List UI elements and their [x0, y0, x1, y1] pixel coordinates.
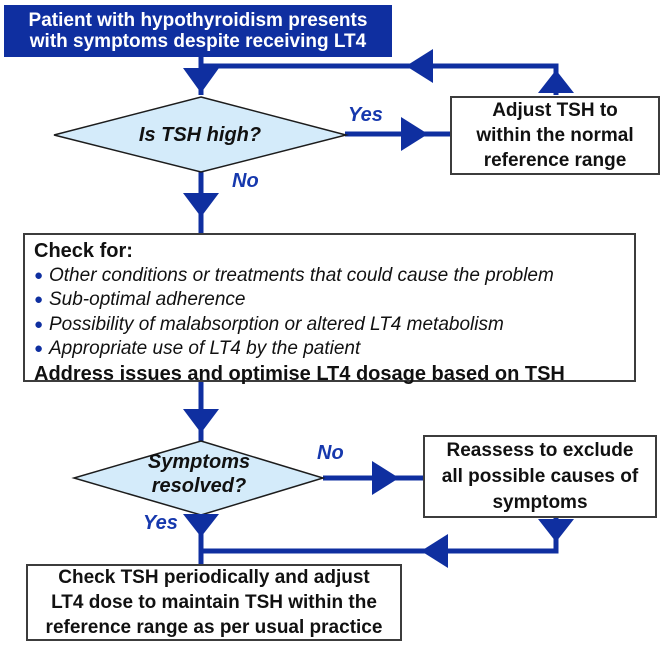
- arrowhead-left-loop: [421, 534, 448, 568]
- final-box-line2: LT4 dose to maintain TSH within the: [51, 592, 377, 613]
- decision-symptoms-line2: resolved?: [151, 475, 247, 497]
- bullet-icon: ●: [34, 266, 44, 284]
- reassess-box: Reassess to exclude all possible causes …: [423, 435, 657, 518]
- arrowhead-left-feedback: [406, 49, 433, 83]
- check-box-footer: Address issues and optimise LT4 dosage b…: [34, 362, 565, 385]
- arrowhead-right-yes: [401, 117, 428, 151]
- adjust-box-line1: Adjust TSH to: [492, 100, 618, 121]
- reassess-box-line3: symptoms: [492, 491, 588, 513]
- bullet-icon: ●: [34, 291, 44, 308]
- arrowhead-down-start: [183, 68, 219, 93]
- check-for-box: Check for: ● Other conditions or treatme…: [23, 233, 636, 385]
- arrowheads: [183, 49, 574, 568]
- arrowhead-right-no2: [372, 461, 399, 495]
- branch-label-yes-symptoms: Yes: [143, 512, 178, 534]
- check-list-item: ● Other conditions or treatments that co…: [34, 264, 630, 289]
- arrowhead-down-no: [183, 193, 219, 217]
- check-box-heading: Check for:: [34, 240, 133, 262]
- final-box-line1: Check TSH periodically and adjust: [58, 567, 370, 588]
- check-list-item: ● Appropriate use of LT4 by the patient: [34, 337, 630, 362]
- decision-symptoms-line1: Symptoms: [147, 451, 251, 473]
- branch-label-yes-tsh: Yes: [348, 104, 383, 126]
- check-item-text: Appropriate use of LT4 by the patient: [49, 338, 361, 359]
- bullet-icon: ●: [34, 315, 44, 333]
- branch-label-no-tsh: No: [232, 170, 259, 192]
- start-box-line2: with symptoms despite receiving LT4: [29, 31, 367, 52]
- final-box: Check TSH periodically and adjust LT4 do…: [26, 564, 402, 641]
- decision-symptoms-question: Symptoms resolved?: [74, 450, 324, 498]
- connector-reassess-loop: [203, 517, 559, 554]
- decision-tsh-question: Is TSH high?: [138, 124, 262, 146]
- final-box-line3: reference range as per usual practice: [45, 617, 383, 638]
- start-box: Patient with hypothyroidism presents wit…: [4, 5, 392, 57]
- check-item-text: Other conditions or treatments that coul…: [49, 264, 554, 286]
- branch-label-no-symptoms: No: [317, 442, 344, 464]
- bullet-icon: ●: [34, 340, 44, 357]
- check-item-text: Possibility of malabsorption or altered …: [49, 313, 504, 335]
- arrowhead-down-check: [183, 409, 219, 433]
- reassess-box-line1: Reassess to exclude: [446, 439, 634, 461]
- start-box-line1: Patient with hypothyroidism presents: [28, 10, 368, 31]
- arrowhead-down-yes2: [183, 514, 219, 537]
- adjust-box-line2: within the normal: [476, 125, 634, 146]
- adjust-box-line3: reference range: [483, 150, 627, 171]
- connector-adjust-feedback: [201, 63, 559, 95]
- decision-diamond-tsh: [53, 96, 349, 173]
- check-list-item: ● Sub-optimal adherence: [34, 288, 630, 313]
- arrowhead-down-reassess: [538, 519, 574, 542]
- adjust-tsh-box: Adjust TSH to within the normal referenc…: [450, 96, 660, 175]
- arrowhead-up-feedback: [538, 70, 574, 93]
- reassess-box-line2: all possible causes of: [441, 465, 639, 487]
- check-item-text: Sub-optimal adherence: [49, 289, 246, 310]
- check-list-item: ● Possibility of malabsorption or altere…: [34, 313, 630, 338]
